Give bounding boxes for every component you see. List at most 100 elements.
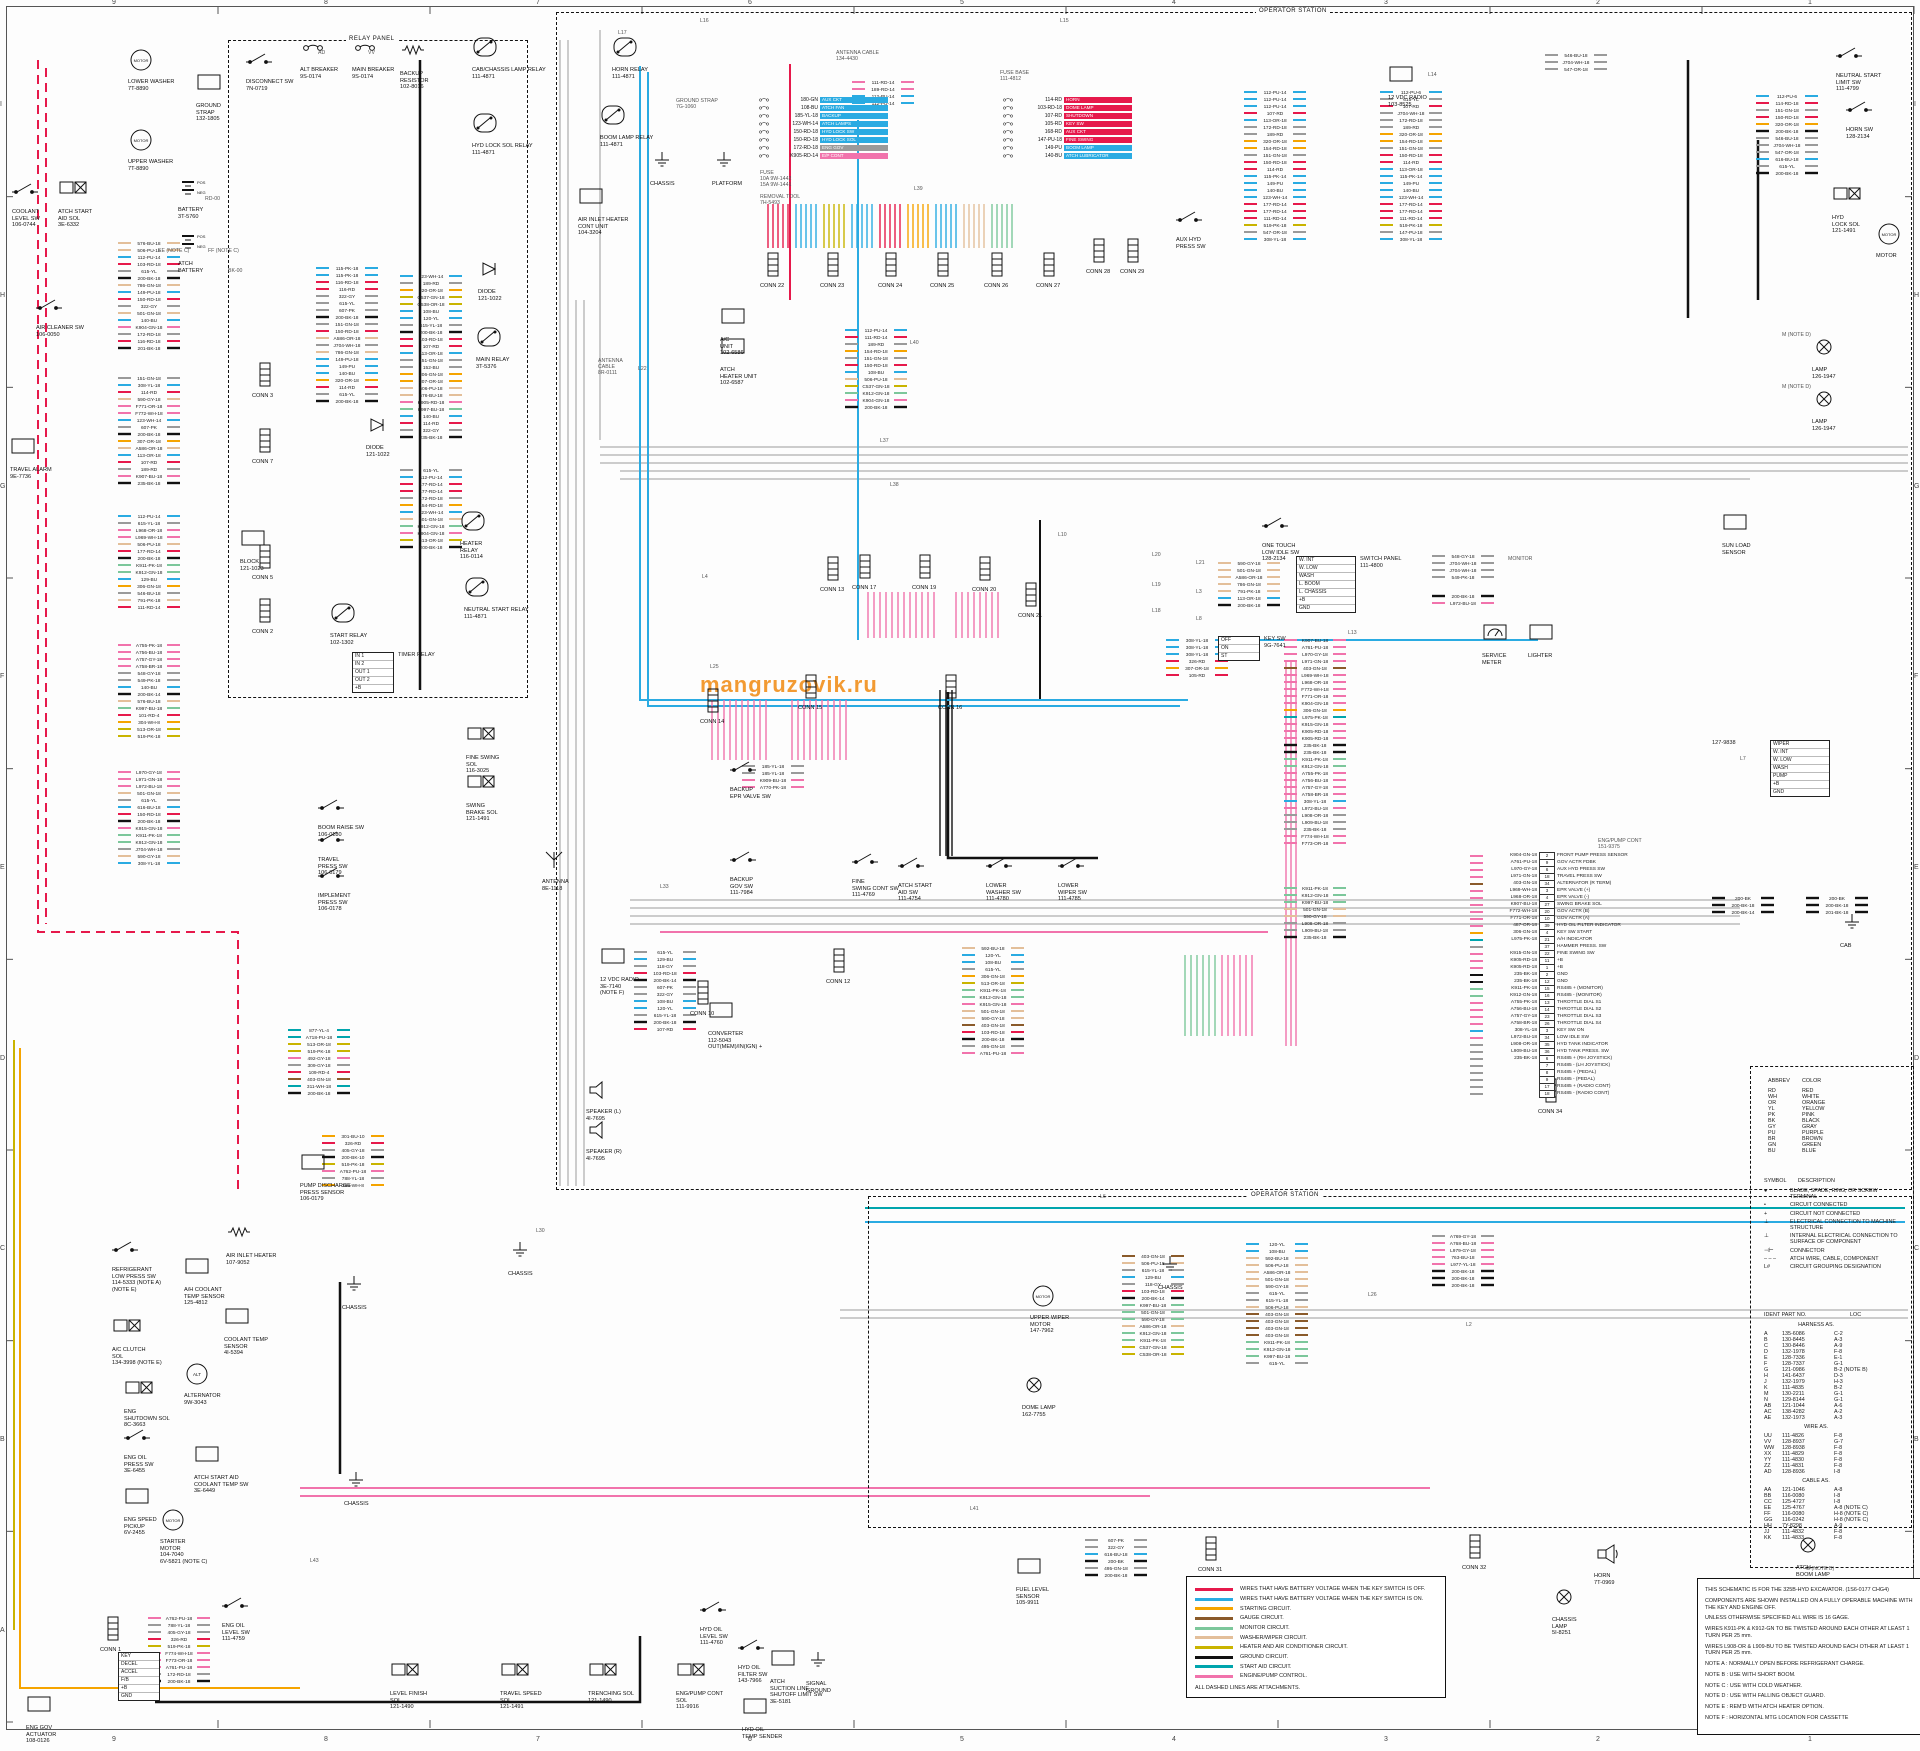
- wire-label: K912-GN-18: [1264, 1347, 1291, 1353]
- wire-label: 200-BK-18: [865, 405, 888, 411]
- wire-label: 590-GY-18: [137, 854, 160, 860]
- wire-label: 576-BU-18: [419, 393, 443, 399]
- wire-label: 150-RD-18: [335, 329, 359, 335]
- wire-label: 763-BU-18: [1451, 1255, 1475, 1261]
- wire-label: K912-GN-18: [1510, 993, 1537, 998]
- wire-label: A757-GY-18: [1302, 785, 1329, 791]
- tag-label: L20: [1152, 552, 1161, 558]
- zone-number-bottom: 1: [1808, 1736, 1812, 1743]
- wire-label: 590-GY-18: [1303, 914, 1326, 920]
- wire-label: K912-GN-18: [980, 995, 1007, 1001]
- wire-label: 123-WH-14: [1263, 195, 1288, 201]
- component-label: CONN 22: [760, 283, 785, 289]
- tag-label: L41: [970, 1506, 979, 1512]
- legend-row: WIRES THAT HAVE BATTERY VOLTAGE WHEN THE…: [1195, 1586, 1437, 1592]
- sol-symbol: [677, 1663, 705, 1676]
- box-symbol: [743, 1698, 767, 1714]
- signal-name: GOV ACTR (A): [1557, 916, 1590, 921]
- component-label: BACKUP GOV SW 111-7984: [730, 877, 754, 897]
- wire-label: F772-WH-18: [1301, 687, 1329, 693]
- tag-label: L21: [1196, 560, 1205, 566]
- gnd-symbol: [811, 1652, 825, 1667]
- wire-label: 150-RD-18: [1263, 160, 1287, 166]
- wire-label: 111-RD-14: [138, 605, 161, 611]
- meter-symbol: [1483, 624, 1507, 640]
- wire-label: F771-OR-18: [136, 404, 163, 410]
- wire-label: 111-RD-14: [1400, 216, 1423, 222]
- legend-text: STARTING CIRCUIT.: [1240, 1605, 1292, 1612]
- relay-symbol: [613, 37, 637, 57]
- tag-label: L37: [880, 438, 889, 444]
- box-icon: ATCH HEATER UNIT 102-6587: [720, 336, 757, 387]
- gnd-symbol: [349, 1472, 363, 1487]
- component-label: HYD OIL LEVEL SW 111-4760: [700, 1627, 728, 1647]
- component-label: ALTERNATOR 9W-3043: [184, 1393, 221, 1406]
- lamp-icon: CHASSIS LAMP 5I-8251: [1552, 1586, 1582, 1637]
- wire-label: 107-RD: [1267, 111, 1284, 117]
- fuse-wire-label: 149-PU: [1045, 145, 1062, 151]
- conn-icon: CONN 32: [1462, 1534, 1492, 1572]
- sol-icon: ENG SHUTDOWN SOL 8C-3663: [124, 1378, 170, 1429]
- svg-text:ALT: ALT: [193, 1372, 201, 1377]
- lamp-symbol: [1556, 1589, 1572, 1605]
- svg-text:POS: POS: [197, 234, 206, 239]
- fuse-circuit-label: KEY SW: [1064, 121, 1132, 127]
- pin-row: IN 2: [353, 661, 393, 669]
- zone-number-top: 6: [748, 0, 752, 6]
- component-label: CONN 29: [1120, 269, 1145, 275]
- wire-label: K911-PK-18: [1302, 886, 1328, 892]
- motor-symbol: MOTOR: [1878, 223, 1900, 245]
- switch-icon: ENG OIL PRESS SW 3E-6455: [124, 1424, 154, 1475]
- box-symbol: [721, 308, 745, 324]
- wire-label: 615-YL: [657, 950, 673, 956]
- switch-icon: ENG OIL LEVEL SW 111-4759: [222, 1592, 252, 1643]
- component-label: CAB/CHASSIS LAMP RELAY 111-4871: [472, 67, 546, 80]
- wire-label: 200-BK: [1735, 896, 1752, 902]
- wire-label: 788-YL-18: [168, 1623, 191, 1629]
- switch-icon: AIR CLEANER SW 106-0050: [36, 294, 84, 338]
- wire-label: K904-GN-18: [418, 531, 445, 537]
- wire-label: 308-YL-18: [1514, 1028, 1537, 1033]
- wire-label: 149-PU-18: [137, 290, 161, 296]
- fuse-circuit-label: ATCH LUBRICATOR: [1064, 153, 1132, 159]
- sol-icon: LEVEL FINISH SOL 121-1490: [390, 1660, 427, 1711]
- wire-label: L968-OR-18: [1510, 895, 1537, 900]
- wire-label: 506-PU-18: [1141, 1261, 1165, 1267]
- wire-label: 200-BK-18: [1826, 903, 1849, 909]
- wire-label: L909-BU-18: [1511, 1049, 1537, 1054]
- wire-label: 112-PU-14: [872, 94, 895, 100]
- conn-icon: CONN 15: [798, 674, 828, 712]
- component-label: CONN 2: [252, 629, 274, 635]
- wire-label: 307-OR-18: [1185, 666, 1209, 672]
- zone-letter-left: G: [0, 482, 6, 490]
- component-label: CONN 21: [1018, 613, 1043, 619]
- component-label: BACKUP EPR VALVE SW: [730, 787, 771, 800]
- wire-label: 189-RD: [1403, 125, 1420, 131]
- switch-symbol: [318, 799, 344, 810]
- component-label: BLOCK 121-1023: [240, 559, 264, 572]
- wire-label: 506-PU-18: [419, 386, 443, 392]
- component-label: IMPLEMENT PRESS SW 106-0178: [318, 893, 351, 913]
- conn-icon: CONN 26: [984, 252, 1014, 290]
- speaker-icon: SPEAKER (L) 4I-7695: [586, 1078, 621, 1122]
- wire-label: A768-BU-18: [1450, 1241, 1477, 1247]
- wire-color-dash: [1470, 882, 1483, 885]
- svg-text:MOTOR: MOTOR: [134, 138, 149, 143]
- tag-label: FUSE BASE 111-4812: [1000, 70, 1030, 82]
- component-label: LOWER WIPER SW 111-4785: [1058, 883, 1087, 903]
- component-label: A/C CLUTCH SOL 134-3998 (NOTE E): [112, 1347, 162, 1367]
- wire-label: 113-OR-18: [137, 453, 161, 459]
- wire-label: 786-GN-18: [137, 283, 161, 289]
- wire-label: 519-PK-18: [342, 1162, 365, 1168]
- legend-row: MONITOR CIRCUIT.: [1195, 1625, 1437, 1631]
- wire-label: 177-RD-14: [1399, 209, 1423, 215]
- wire-label: 547-OR-18: [1263, 230, 1287, 236]
- wire-label: K912-GN-18: [136, 570, 163, 576]
- zone-number-bottom: 2: [1596, 1736, 1600, 1743]
